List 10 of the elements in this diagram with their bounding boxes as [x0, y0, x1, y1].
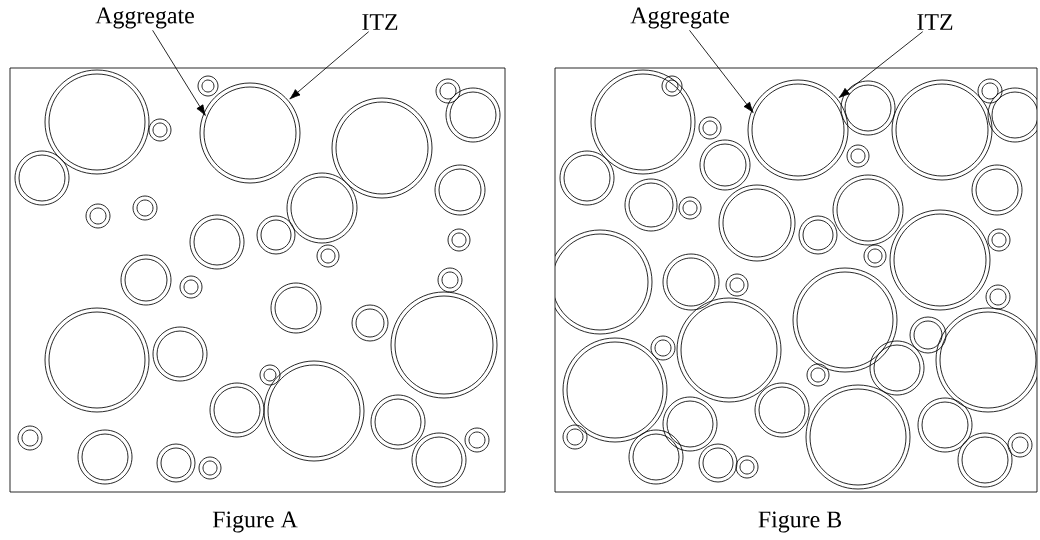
label-text: ITZ [917, 14, 953, 30]
leader-arrow [838, 31, 924, 98]
label-text: Aggregate [95, 7, 194, 29]
figure-caption: Figure B [758, 511, 841, 533]
leader-arrow [689, 29, 754, 113]
figure-caption: Figure A [212, 511, 298, 533]
label-text: Aggregate [630, 7, 729, 29]
label-text: ITZ [362, 14, 398, 30]
leader-arrow [152, 29, 206, 116]
leader-arrow [289, 31, 370, 100]
